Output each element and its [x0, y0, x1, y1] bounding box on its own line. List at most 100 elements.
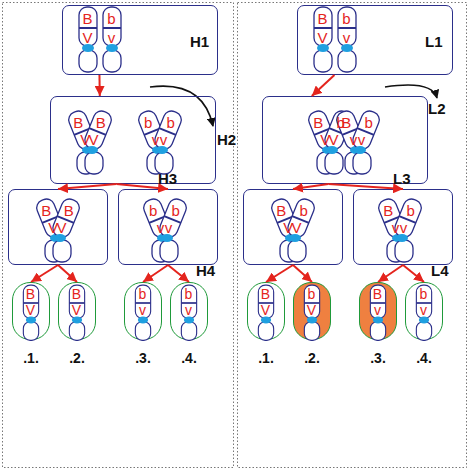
- callout-number: .2.: [69, 350, 85, 366]
- chromatid-arm: [314, 7, 332, 46]
- division-arrow: [98, 75, 100, 96]
- allele-letter: b: [144, 114, 152, 129]
- leader-arrow: [150, 86, 213, 126]
- callout-number: .2.: [304, 350, 320, 366]
- division-arrow: [58, 265, 77, 282]
- gamete-cell: BV: [12, 282, 50, 340]
- allele-letter: V: [89, 132, 99, 147]
- division-arrow: [378, 265, 403, 282]
- division-arrow: [266, 265, 293, 282]
- allele-letter: B: [96, 114, 106, 129]
- chromatid: [258, 285, 273, 340]
- allele-letter: b: [107, 10, 115, 25]
- allele-letter: v: [160, 132, 168, 147]
- allele-letter: V: [292, 220, 302, 235]
- allele-letter: b: [185, 287, 193, 302]
- division-arrow: [31, 265, 58, 282]
- chromatid: [338, 7, 356, 72]
- allele-letter: v: [400, 220, 408, 235]
- chromatid: [152, 108, 183, 173]
- chromatid-top: [181, 285, 196, 318]
- chromatid-arm: [23, 285, 38, 318]
- centromere: [106, 44, 118, 52]
- stage-label: H1: [190, 33, 209, 50]
- chromatid-arm: [350, 108, 381, 151]
- gamete-cell: Bv: [359, 282, 397, 340]
- allele-letter: V: [329, 132, 339, 147]
- chromatid-top: [79, 7, 97, 46]
- allele-letter: v: [350, 132, 358, 147]
- allele-letter: b: [365, 114, 373, 129]
- chromatid-arm: [53, 240, 71, 262]
- centromere: [317, 44, 329, 52]
- division-arrow: [293, 184, 328, 189]
- allele-letter: v: [358, 132, 366, 147]
- allele-letter: B: [73, 114, 83, 129]
- cell-box: BVbV: [243, 189, 343, 265]
- chromatid-top: [157, 196, 188, 239]
- chromatid-arm: [103, 50, 121, 72]
- chromatid: [370, 285, 385, 340]
- allele-letter: V: [317, 29, 327, 44]
- division-arrow: [58, 184, 116, 189]
- chromatid-arm: [258, 321, 273, 340]
- allele-letter: B: [26, 287, 35, 302]
- chromatid: [135, 285, 150, 340]
- chromatid: [181, 285, 196, 340]
- chromatid: [304, 285, 319, 340]
- allele-letter: b: [342, 10, 350, 25]
- chromatid-arm: [416, 321, 431, 340]
- allele-letter: V: [261, 303, 270, 318]
- chromatid-arm: [181, 285, 196, 318]
- allele-letter: V: [57, 220, 67, 235]
- chromatid: [314, 7, 332, 72]
- chromatid-arm: [392, 196, 423, 239]
- allele-letter: v: [165, 220, 173, 235]
- allele-letter: b: [308, 287, 316, 302]
- chromatid: [157, 196, 188, 261]
- gamete-cell: BV: [247, 282, 285, 340]
- division-arrow: [143, 265, 168, 282]
- chromatid: [23, 285, 38, 340]
- chromatid-arm: [338, 50, 356, 72]
- division-arrow: [403, 265, 424, 282]
- chromatid: [79, 7, 97, 72]
- allele-letter: V: [26, 303, 35, 318]
- division-arrow: [328, 184, 403, 189]
- stage-label: L2: [428, 100, 446, 117]
- gamete-cell: bv: [124, 282, 162, 340]
- chromatid-arm: [160, 240, 178, 262]
- chromatid-arm: [69, 285, 84, 318]
- division-arrow: [312, 75, 335, 96]
- allele-letter: b: [407, 202, 415, 217]
- allele-letter: B: [276, 202, 286, 217]
- allele-letter: v: [139, 303, 146, 318]
- allele-letter: b: [420, 287, 428, 302]
- chromatid-arm: [338, 7, 356, 46]
- cell-box: BVBV: [8, 189, 108, 265]
- chromosome-drawing: [50, 96, 216, 184]
- chromatid-arm: [135, 321, 150, 340]
- allele-letter: B: [64, 202, 74, 217]
- allele-letter: v: [374, 303, 381, 318]
- gamete-cell: bv: [170, 282, 208, 340]
- chromatid-top: [135, 285, 150, 318]
- chromatid-top: [69, 285, 84, 318]
- chromatid-top: [304, 285, 319, 318]
- centromere: [82, 44, 94, 52]
- callout-number: .4.: [181, 350, 197, 366]
- chromatid-arm: [85, 152, 103, 174]
- allele-letter: B: [82, 10, 92, 25]
- allele-letter: v: [185, 303, 192, 318]
- allele-letter: B: [313, 114, 323, 129]
- chromatid-arm: [23, 321, 38, 340]
- chromatid-top: [258, 285, 273, 318]
- allele-letter: V: [72, 303, 81, 318]
- chromatid-arm: [416, 285, 431, 318]
- cell-box: BVBVbvbv: [50, 96, 216, 184]
- chromatid-arm: [395, 240, 413, 262]
- centromere: [341, 44, 353, 52]
- stage-label: H4: [196, 262, 215, 279]
